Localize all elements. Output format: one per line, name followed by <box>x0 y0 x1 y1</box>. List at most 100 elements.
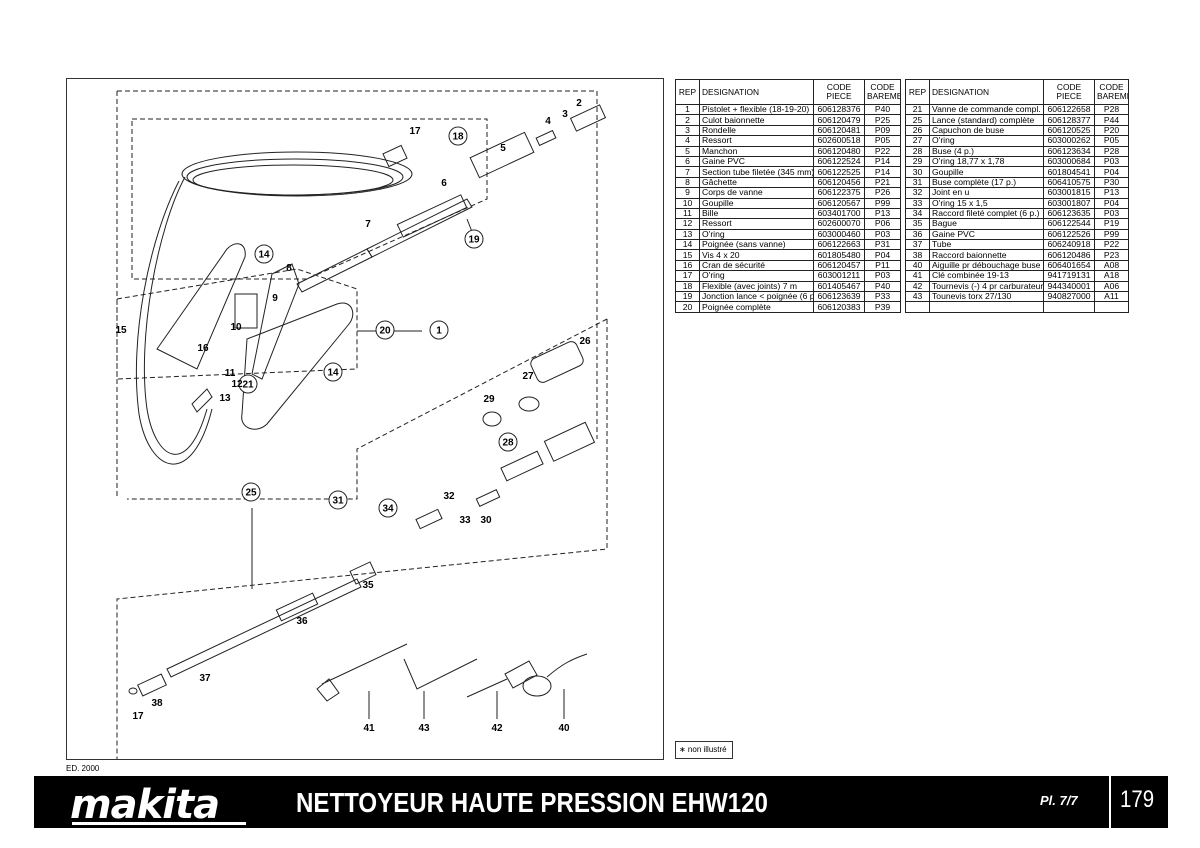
callout-circle <box>498 432 518 452</box>
cell-code: 606122524 <box>813 155 865 168</box>
page-number: 179 <box>1120 786 1155 813</box>
document-title: NETTOYEUR HAUTE PRESSION EHW120 <box>296 787 768 818</box>
callout-label: 19 <box>468 235 480 246</box>
cell-rep: 40 <box>905 259 930 272</box>
cell-rep: 15 <box>675 249 700 261</box>
cell-bareme: P28 <box>1094 145 1129 157</box>
cell-rep: 37 <box>905 239 930 251</box>
cell-code: 940827000 <box>1043 291 1095 303</box>
cell-code: 606120383 <box>813 301 865 313</box>
cell-bareme: P04 <box>864 249 901 261</box>
cell-code: 603000262 <box>1043 135 1095 147</box>
cell-designation: Goupille <box>929 166 1044 178</box>
spring <box>535 129 557 147</box>
cell-rep: 42 <box>905 280 930 293</box>
cell-code: 603000684 <box>1043 155 1095 168</box>
cell-designation: O'ring <box>699 228 814 241</box>
cell-bareme: A06 <box>1094 280 1129 293</box>
cell-rep: 35 <box>905 218 930 230</box>
cell-designation: Poignée complète <box>699 301 814 313</box>
cell-designation: Culot baionnette <box>699 114 814 126</box>
callout-circle <box>429 320 449 340</box>
cell-designation: Tounevis torx 27/130 <box>929 291 1044 303</box>
cell-code: 606122658 <box>1043 103 1095 116</box>
edition-label: ED. 2000 <box>66 764 100 773</box>
callout-label: 34 <box>382 504 394 515</box>
cell-bareme: P04 <box>1094 166 1129 178</box>
cell-bareme: P39 <box>864 301 901 313</box>
callout-circle <box>328 490 348 510</box>
cell-code: 606122544 <box>1043 218 1095 230</box>
cell-bareme: P06 <box>864 218 901 230</box>
cell-rep: 10 <box>675 197 700 209</box>
callout-label: 18 <box>452 132 464 143</box>
cell-designation: Clé combinée 19-13 <box>929 270 1044 282</box>
callout-label: 14 <box>327 368 339 379</box>
cell-code: 606120456 <box>813 176 865 189</box>
cell-bareme: P13 <box>1094 187 1129 199</box>
cell-rep: 32 <box>905 187 930 199</box>
cell-designation: Vanne de commande compl. <box>929 103 1044 116</box>
bayonet-cap <box>569 104 607 132</box>
cell-rep: 14 <box>675 239 700 251</box>
cell-bareme: P99 <box>864 197 901 209</box>
cell-bareme: P33 <box>864 291 901 303</box>
cell-code: 941719131 <box>1043 270 1095 282</box>
cell-designation: Buse (4 p.) <box>929 145 1044 157</box>
cell-bareme: P05 <box>1094 135 1129 147</box>
cell-rep: 21 <box>905 103 930 116</box>
cell-empty <box>1094 301 1129 313</box>
cell-bareme: P03 <box>864 270 901 282</box>
callout-label: 30 <box>480 515 492 526</box>
cell-bareme: P40 <box>864 280 901 293</box>
lance-tube <box>166 578 362 678</box>
callout-label: 27 <box>522 371 534 382</box>
callout-label: 8 <box>286 263 292 274</box>
hose-coil <box>181 151 413 197</box>
cell-code: 603001815 <box>1043 187 1095 199</box>
cell-rep: 5 <box>675 145 700 157</box>
plate-number: Pl. 7/7 <box>1040 793 1078 808</box>
col-rep: REP <box>905 79 930 105</box>
cell-designation: Vis 4 x 20 <box>699 249 814 261</box>
cell-bareme: P22 <box>1094 239 1129 251</box>
oring <box>482 411 502 427</box>
callout-label: 5 <box>500 143 506 154</box>
outline-pistol <box>117 90 598 439</box>
callout-label: 29 <box>483 394 495 405</box>
pistol-body <box>156 243 246 370</box>
callout-label: 43 <box>418 723 430 734</box>
cell-code: 606123639 <box>813 291 865 303</box>
cell-bareme: P13 <box>864 207 901 220</box>
callout-label: 20 <box>379 326 391 337</box>
callout-label: 36 <box>296 616 308 627</box>
joint <box>475 489 501 507</box>
not-illustrated-note: ∗ non illustré <box>675 741 733 759</box>
callout-circle <box>238 374 258 394</box>
needle <box>546 653 588 678</box>
cell-rep: 8 <box>675 176 700 189</box>
callout-circle <box>254 244 274 264</box>
cell-bareme: P19 <box>1094 218 1129 230</box>
hose-line <box>143 176 208 455</box>
threaded-fitting <box>415 508 443 530</box>
callout-label: 17 <box>409 126 421 137</box>
torx-key <box>403 658 478 690</box>
cell-designation: Lance (standard) complète <box>929 114 1044 126</box>
cell-code: 606240918 <box>1043 239 1095 251</box>
pvc-sleeve <box>275 592 319 622</box>
